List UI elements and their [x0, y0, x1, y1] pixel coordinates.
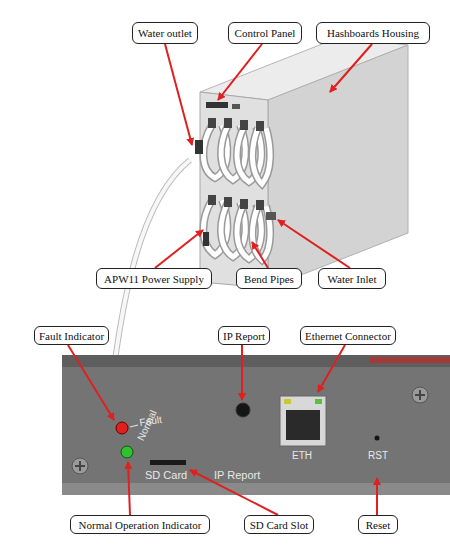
ethernet-socket — [286, 410, 320, 440]
callout-text: Fault Indicator — [39, 330, 104, 342]
callout-text: Normal Operation Indicator — [79, 519, 202, 531]
normal-led — [121, 446, 133, 458]
panel-label: RST — [368, 451, 388, 461]
callout-text: Reset — [366, 519, 390, 531]
fault-led — [116, 422, 128, 434]
reset-hole — [375, 436, 380, 441]
pipe-fittings — [203, 195, 276, 246]
callout-text: APW11 Power Supply — [104, 273, 204, 285]
bend-pipes-lower — [203, 200, 270, 260]
ethernet-led — [284, 399, 291, 404]
callout-box: SD Card Slot — [244, 515, 314, 534]
leader-arrow — [155, 230, 203, 268]
housing-side — [268, 45, 408, 288]
callout-box: IP Report — [218, 326, 270, 345]
callout-box: APW11 Power Supply — [96, 268, 212, 289]
callout-box: Ethernet Connector — [300, 326, 396, 345]
bend-pipes-upper — [203, 125, 270, 184]
leader-arrow — [241, 345, 243, 400]
callout-box: Fault Indicator — [34, 326, 109, 345]
callout-text: Water outlet — [138, 27, 192, 39]
callout-box: Water Inlet — [318, 268, 386, 289]
control-panel-port — [232, 104, 240, 109]
callout-text: IP Report — [223, 330, 265, 342]
callout-text: Control Panel — [235, 27, 296, 39]
control-panel-strip — [206, 102, 228, 108]
panel-label: ETH — [292, 451, 312, 461]
leader-arrow — [190, 470, 278, 515]
leader-arrow — [278, 220, 350, 268]
callout-box: Water outlet — [132, 22, 198, 44]
leader-arrow — [376, 478, 378, 515]
ip-report-button — [236, 403, 250, 417]
leader-arrow — [318, 345, 345, 392]
callout-box: Bend Pipes — [236, 268, 302, 289]
sd-card-slot — [150, 460, 186, 465]
panel-plate — [62, 355, 450, 495]
callout-box: Control Panel — [228, 22, 302, 44]
leader-arrow — [128, 462, 130, 515]
callout-text: SD Card Slot — [250, 519, 309, 531]
panel-label: IP Report — [214, 470, 260, 481]
callout-text: Hashboards Housing — [327, 27, 419, 39]
screw — [72, 458, 88, 474]
leader-arrow — [252, 242, 268, 268]
ethernet-port — [280, 396, 326, 446]
leader-arrow — [218, 44, 262, 100]
pipe-fittings — [195, 118, 264, 154]
callout-box: Normal Operation Indicator — [70, 515, 210, 534]
leader-arrow — [68, 345, 114, 420]
callout-text: Ethernet Connector — [305, 330, 391, 342]
screw — [75, 461, 85, 471]
callout-text: Bend Pipes — [244, 273, 294, 285]
callout-box: Reset — [358, 515, 398, 534]
screw — [412, 387, 428, 403]
leader-arrow — [165, 44, 192, 145]
panel-label: SD Card — [145, 470, 187, 481]
sticker-edge — [370, 357, 450, 363]
panel-edge — [62, 483, 450, 495]
panel-edge — [62, 355, 450, 367]
screw — [415, 390, 425, 400]
callout-text: Water Inlet — [328, 273, 377, 285]
callout-box: Hashboards Housing — [316, 22, 430, 44]
leader-arrow — [330, 44, 372, 92]
ethernet-led — [315, 399, 322, 404]
label-dash — [130, 425, 138, 427]
